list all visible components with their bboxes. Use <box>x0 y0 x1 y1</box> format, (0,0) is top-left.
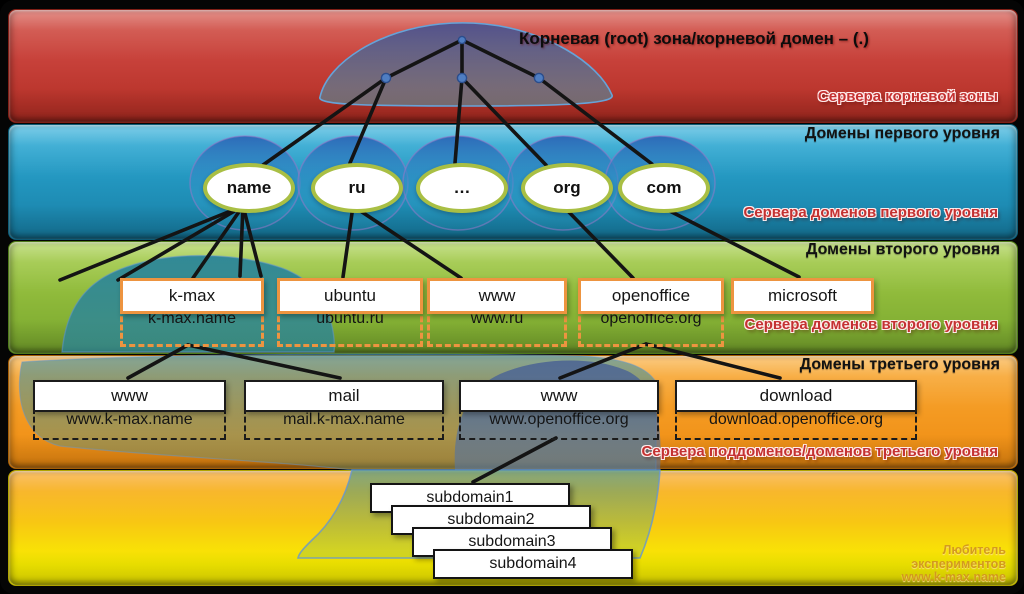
zone-box-www-kmax-name: www.k-max.name <box>33 408 226 440</box>
zone-box-mail-kmax-name: mail.k-max.name <box>244 408 444 440</box>
zone-box-ubuntu-ru: ubuntu.ru <box>277 308 423 347</box>
first-level-label: Домены первого уровня <box>804 125 1000 142</box>
connector-line <box>186 343 342 380</box>
third-level-servers-label: Сервера поддоменов/доменов третьего уров… <box>641 443 998 460</box>
connector-line <box>471 436 558 484</box>
root-node-dot <box>457 35 467 45</box>
domain-box-www-kmax: www <box>33 380 226 412</box>
connector-line <box>453 76 464 165</box>
root-zone-cloud <box>319 22 613 107</box>
tld-node-name: name <box>203 163 295 213</box>
domain-box-www-ru: www <box>427 278 567 314</box>
domain-box-download: download <box>675 380 917 412</box>
subdomain-box-4: subdomain4 <box>433 549 633 579</box>
connector-line <box>348 76 388 165</box>
tld-node-com: com <box>618 163 710 213</box>
connector-line <box>384 38 464 80</box>
root-servers-label: Сервера корневой зоны <box>817 88 998 105</box>
tld-node-ru: ru <box>311 163 403 213</box>
domain-box-ubuntu: ubuntu <box>277 278 423 314</box>
connector-line <box>126 343 190 380</box>
second-level-label: Домены второго уровня <box>806 241 1000 258</box>
zone-box-openoffice-org: openoffice.org <box>578 308 724 347</box>
zone-box-www-ru: www.ru <box>427 308 567 347</box>
connector-line <box>116 204 245 282</box>
domain-box-kmax: k-max <box>120 278 264 314</box>
connector-line <box>558 342 648 380</box>
root-server-dot <box>533 72 545 84</box>
root-zone-title: Корневая (root) зона/корневой домен – (.… <box>519 29 869 48</box>
domain-box-www-openoffice: www <box>459 380 659 412</box>
watermark-line: экспериментов <box>911 556 1006 571</box>
domain-box-mail-kmax: mail <box>244 380 444 412</box>
connector-lines <box>58 38 801 484</box>
watermark: Любитель экспериментов www.k-max.name <box>901 543 1006 585</box>
connector-line <box>644 342 782 380</box>
connector-line <box>191 204 245 280</box>
first-level-servers-label: Сервера доменов первого уровня <box>743 204 998 221</box>
root-server-dot <box>380 72 392 84</box>
connector-line <box>561 204 635 280</box>
second-level-servers-label: Сервера доменов второго уровня <box>744 316 998 333</box>
tld-node-org: org <box>521 163 613 213</box>
connector-line <box>460 38 541 80</box>
zone-box-download-openoffice-org: download.openoffice.org <box>675 408 917 440</box>
connector-line <box>58 204 245 282</box>
connector-line <box>460 76 548 167</box>
watermark-line: Любитель <box>942 543 1006 557</box>
third-level-label: Домены третьего уровня <box>799 356 1000 373</box>
zone-box-kmax-name: k-max.name <box>120 308 264 347</box>
connector-line <box>351 204 463 280</box>
watermark-line: www.k-max.name <box>901 570 1006 584</box>
connector-line <box>658 204 801 279</box>
domain-box-microsoft: microsoft <box>731 278 874 314</box>
domain-box-openoffice: openoffice <box>578 278 724 314</box>
zone-box-www-openoffice-org: www.openoffice.org <box>459 408 659 440</box>
connector-line <box>537 76 654 166</box>
tld-node-more: … <box>416 163 508 213</box>
connector-line <box>238 204 245 278</box>
connector-line <box>261 76 388 167</box>
connector-line <box>341 204 355 279</box>
connector-line <box>241 204 263 278</box>
root-server-dot <box>456 72 468 84</box>
